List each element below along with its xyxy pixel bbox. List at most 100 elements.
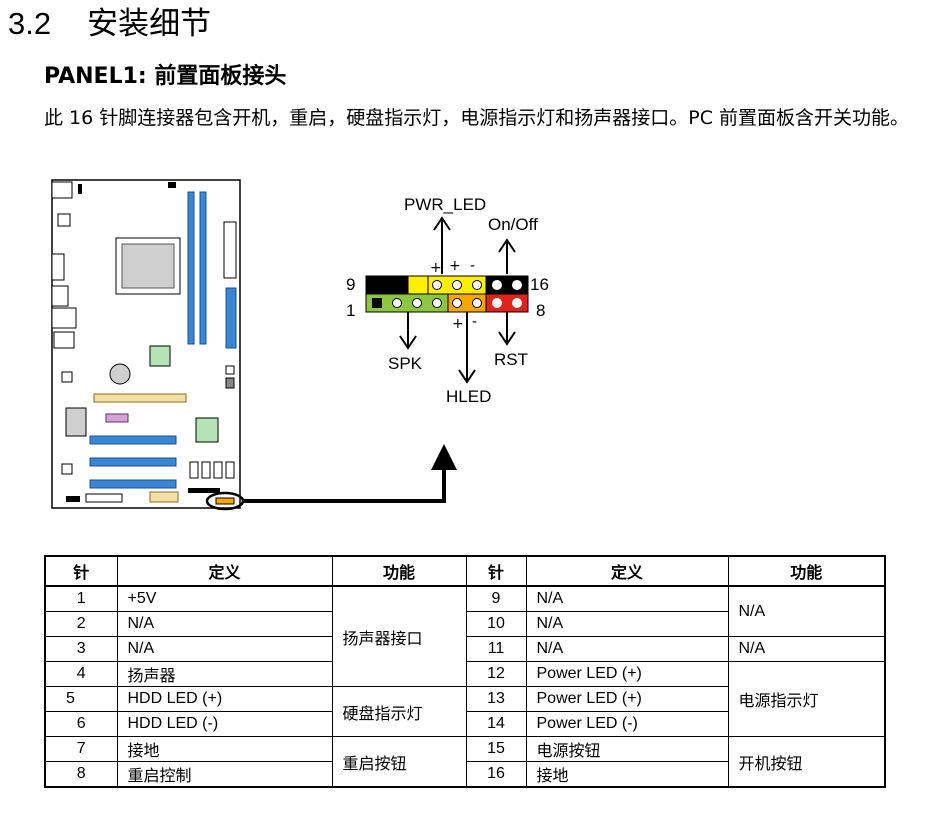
panel1-header-location bbox=[215, 497, 235, 505]
rst-arrowhead bbox=[498, 331, 516, 346]
pin-block-yellow bbox=[407, 275, 429, 295]
polarity-minus: - bbox=[470, 258, 475, 274]
pin-cell: 7 bbox=[44, 736, 118, 762]
pointer-arrowhead bbox=[431, 444, 457, 470]
section-heading: 3.2 安装细节 bbox=[8, 2, 211, 46]
io-port bbox=[51, 307, 77, 329]
sata-port bbox=[225, 461, 235, 479]
function-cell: 扬声器接口 bbox=[331, 585, 467, 687]
spk-label: SPK bbox=[388, 354, 423, 373]
motherboard-outline bbox=[51, 179, 241, 509]
pin-1-square bbox=[372, 298, 382, 308]
io-vga-port bbox=[51, 253, 65, 281]
pin-cell: 6 bbox=[44, 711, 118, 737]
hled-label: HLED bbox=[446, 387, 491, 406]
function-cell: 电源指示灯 bbox=[727, 661, 886, 737]
definition-cell: 接地 bbox=[525, 761, 729, 788]
sb-heatsink bbox=[195, 417, 219, 443]
io-jumper bbox=[78, 184, 82, 194]
pin-block-black bbox=[365, 275, 409, 295]
pin bbox=[492, 298, 502, 308]
on-off-arrowhead bbox=[498, 238, 516, 253]
table-row: 2 N/A 10 N/A bbox=[44, 611, 885, 637]
bottom-header bbox=[85, 493, 123, 503]
pin-cell: 15 bbox=[465, 736, 527, 762]
function-cell: 开机按钮 bbox=[727, 736, 886, 788]
pci-slot bbox=[93, 393, 187, 403]
pin bbox=[452, 298, 462, 308]
header-function: 功能 bbox=[727, 555, 886, 587]
pin-cell: 1 bbox=[44, 585, 118, 612]
chipset-heatsink bbox=[149, 345, 171, 367]
pin-number-9: 9 bbox=[346, 275, 355, 294]
table-row: 3 N/A 11 N/A N/A bbox=[44, 636, 886, 662]
polarity-plus: + bbox=[449, 258, 461, 274]
intro-paragraph: 此 16 针脚连接器包含开机，重启，硬盘指示灯，电源指示灯和扬声器接口。PC 前… bbox=[44, 107, 910, 129]
pin bbox=[512, 280, 522, 290]
io-port bbox=[53, 331, 75, 349]
pin-cell: 5 bbox=[44, 686, 118, 712]
pin-cell: 16 bbox=[465, 761, 527, 788]
ide-connector bbox=[225, 287, 237, 349]
hled-arrowhead bbox=[458, 369, 476, 384]
sata-port bbox=[201, 461, 211, 479]
pin-cell: 14 bbox=[465, 711, 527, 737]
section-number: 3.2 bbox=[8, 6, 52, 41]
pin-cell: 12 bbox=[465, 661, 527, 687]
definition-cell: +5V bbox=[116, 585, 333, 612]
definition-cell: N/A bbox=[525, 611, 729, 637]
header-pin: 针 bbox=[465, 555, 527, 587]
table-row: 4 扬声器 12 Power LED (+) 电源指示灯 bbox=[44, 661, 886, 737]
function-cell: N/A bbox=[727, 585, 886, 637]
pci-slot bbox=[105, 413, 129, 423]
definition-cell: HDD LED (-) bbox=[116, 711, 333, 737]
function-cell: N/A bbox=[727, 636, 886, 662]
pin-definition-table: 针 定义 功能 针 定义 功能 1 +5V 扬声器接口 9 N/A N/A 2 … bbox=[44, 555, 886, 788]
pcie-slot bbox=[89, 435, 177, 445]
pin bbox=[512, 298, 522, 308]
definition-cell: N/A bbox=[525, 636, 729, 662]
definition-cell: N/A bbox=[525, 585, 729, 612]
definition-cell: 重启控制 bbox=[116, 761, 333, 788]
table-row: 5 HDD LED (+) 硬盘指示灯 13 Power LED (+) bbox=[44, 686, 885, 737]
polarity-plus: + bbox=[452, 316, 464, 332]
pointer-line bbox=[243, 466, 446, 503]
pin bbox=[472, 298, 482, 308]
audio-chip bbox=[65, 407, 87, 437]
table-row: 1 +5V 扬声器接口 9 N/A N/A bbox=[44, 585, 886, 687]
io-port bbox=[51, 285, 69, 307]
definition-cell: Power LED (+) bbox=[525, 686, 729, 712]
definition-cell: N/A bbox=[116, 636, 333, 662]
panel1-connector-diagram: PWR_LED On/Off + + - 9 16 1 8 + - SPK RS… bbox=[346, 195, 549, 406]
memory-slot bbox=[199, 191, 207, 345]
pin-cell: 4 bbox=[44, 661, 118, 687]
definition-cell: N/A bbox=[116, 611, 333, 637]
chip bbox=[225, 377, 235, 389]
section-title: 安装细节 bbox=[87, 6, 212, 42]
pin bbox=[452, 280, 462, 290]
chip bbox=[61, 463, 73, 475]
bottom-header bbox=[66, 496, 80, 502]
spk-arrowhead bbox=[399, 335, 417, 350]
polarity-plus: + bbox=[430, 260, 442, 276]
pcie-slot bbox=[89, 479, 177, 489]
atx-power-connector bbox=[223, 221, 237, 279]
chip bbox=[61, 371, 73, 383]
function-cell: 硬盘指示灯 bbox=[331, 686, 467, 737]
io-port bbox=[51, 181, 73, 199]
pin bbox=[432, 280, 442, 290]
sata-port bbox=[189, 461, 199, 479]
io-port bbox=[57, 213, 71, 227]
pin-cell: 10 bbox=[465, 611, 527, 637]
panel-title: PANEL1: 前置面板接头 bbox=[44, 64, 287, 89]
pin bbox=[492, 280, 502, 290]
definition-cell: Power LED (+) bbox=[525, 661, 729, 687]
definition-cell: 电源按钮 bbox=[525, 736, 729, 762]
table-header-row: 针 定义 功能 针 定义 功能 bbox=[44, 555, 886, 587]
pin-cell: 3 bbox=[44, 636, 118, 662]
table-row: 7 接地 重启按钮 15 电源按钮 开机按钮 bbox=[44, 736, 886, 788]
sata-port bbox=[213, 461, 223, 479]
header-function: 功能 bbox=[331, 555, 467, 587]
bottom-header bbox=[188, 488, 220, 493]
pwr-led-label: PWR_LED bbox=[404, 195, 486, 214]
